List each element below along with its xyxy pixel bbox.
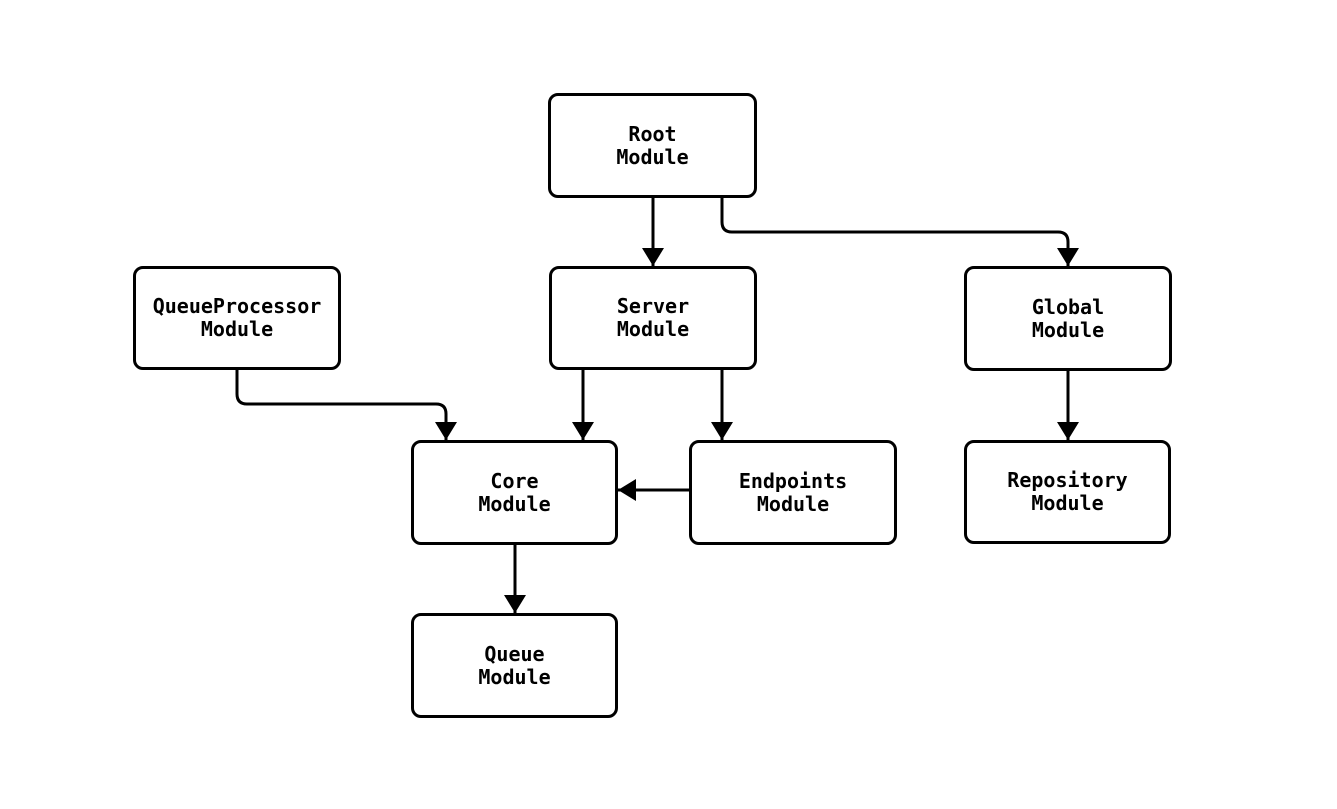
node-core-module: Core Module	[411, 440, 618, 545]
node-repository-module: Repository Module	[964, 440, 1171, 544]
node-endpoints-module: Endpoints Module	[689, 440, 897, 545]
node-server-module: Server Module	[549, 266, 757, 370]
node-global-module: Global Module	[964, 266, 1172, 371]
node-root-module: Root Module	[548, 93, 757, 198]
edge-root-global	[720, 198, 1079, 266]
node-queue-module: Queue Module	[411, 613, 618, 718]
edge-queueprocessor-core	[235, 370, 457, 440]
node-queueprocessor-module: QueueProcessor Module	[133, 266, 341, 370]
